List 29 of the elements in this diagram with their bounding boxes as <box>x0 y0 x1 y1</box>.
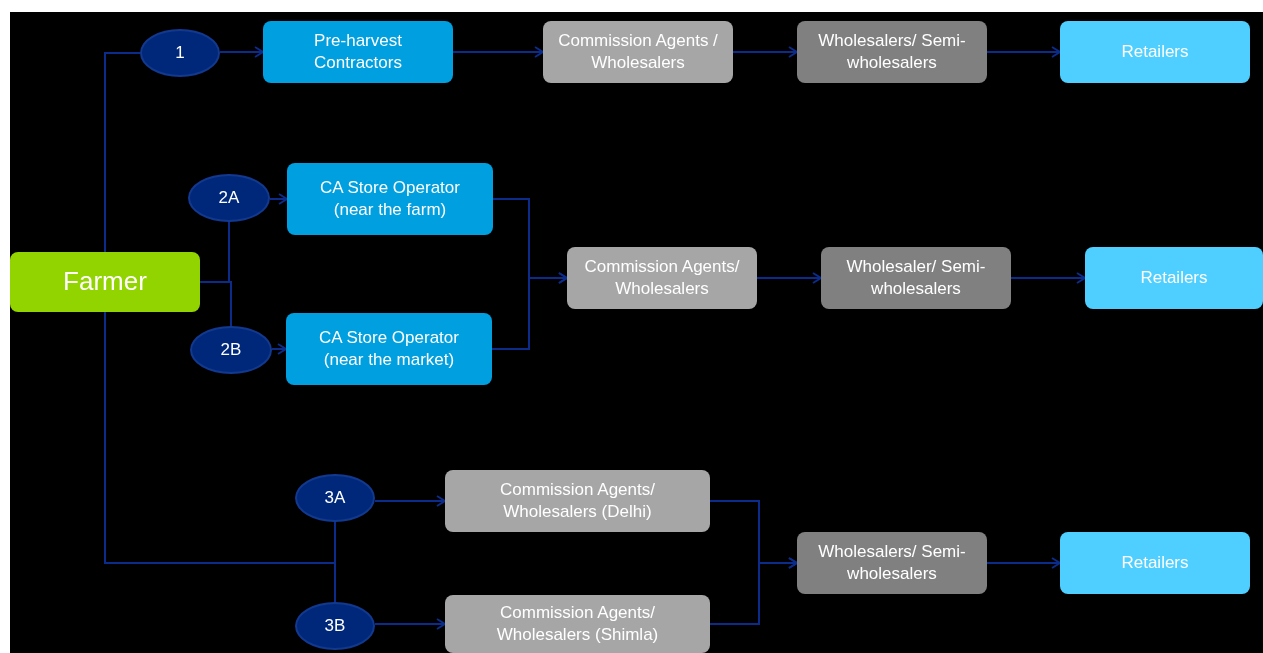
process-box: CA Store Operator (near the market) <box>286 313 492 385</box>
process-box: Wholesaler/ Semi-wholesalers <box>821 247 1011 309</box>
connector-line <box>104 52 141 253</box>
arrow <box>374 618 446 630</box>
process-box: Wholesalers/ Semi-wholesalers <box>797 21 987 83</box>
connector-line <box>199 281 232 327</box>
arrow <box>452 46 544 58</box>
end-box: Retailers <box>1085 247 1263 309</box>
arrow <box>986 46 1061 58</box>
process-box: CA Store Operator (near the farm) <box>287 163 493 235</box>
arrow <box>219 46 264 58</box>
arrow <box>491 272 568 350</box>
end-box: Retailers <box>1060 21 1250 83</box>
process-box: Commission Agents/ Wholesalers <box>567 247 757 309</box>
process-box: Commission Agents/ Wholesalers (Shimla) <box>445 595 710 653</box>
arrow <box>269 193 288 205</box>
end-box: Retailers <box>1060 532 1250 594</box>
process-box: Commission Agents/ Wholesalers (Delhi) <box>445 470 710 532</box>
process-box: Commission Agents / Wholesalers <box>543 21 733 83</box>
start-box: Farmer <box>10 252 200 312</box>
arrow <box>756 272 822 284</box>
process-box: Pre-harvest Contractors <box>263 21 453 83</box>
arrow <box>1010 272 1086 284</box>
arrow <box>732 46 798 58</box>
arrow <box>709 557 798 625</box>
arrow <box>986 557 1061 569</box>
process-box: Wholesalers/ Semi-wholesalers <box>797 532 987 594</box>
arrow <box>271 343 287 355</box>
arrow <box>374 495 446 507</box>
